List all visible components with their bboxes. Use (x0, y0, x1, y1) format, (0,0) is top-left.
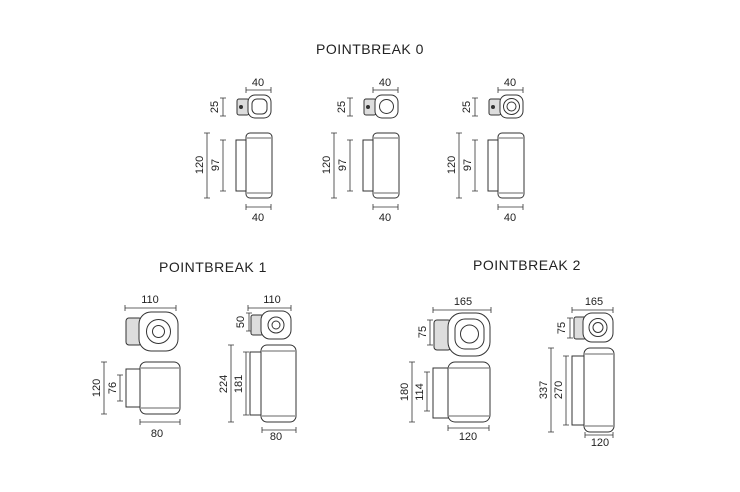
dim-width-top: 165 (585, 296, 603, 308)
dim-width-bottom: 80 (270, 431, 282, 443)
pb2-unit-2: 165 75 337 270 120 (538, 296, 615, 449)
dim-width-top: 40 (379, 77, 391, 89)
top-view (125, 311, 179, 352)
pb1-unit-1: 110 120 76 80 (91, 294, 181, 440)
dim-width-bottom: 40 (504, 212, 516, 224)
group-title-pointbreak-1: POINTBREAK 1 (159, 259, 267, 275)
dim-height-total: 337 (538, 381, 550, 399)
top-view (433, 312, 491, 357)
dim-height-total: 120 (446, 156, 458, 174)
dim-height-body: 97 (337, 159, 349, 171)
pb2-unit-1: 165 75 180 114 120 (399, 296, 492, 443)
dim-depth: 25 (209, 101, 221, 113)
dim-height-body: 114 (414, 383, 426, 401)
dim-depth: 25 (461, 101, 473, 113)
dim-width-bottom: 40 (379, 212, 391, 224)
dim-height-total: 120 (91, 379, 103, 397)
pb0-unit-2: 40 25 120 97 40 (321, 77, 400, 224)
top-view (363, 94, 399, 119)
dim-width-bottom: 40 (252, 212, 264, 224)
side-view (571, 347, 615, 433)
side-view (235, 132, 273, 199)
dim-width-top: 165 (454, 296, 472, 308)
side-view (487, 132, 525, 199)
top-view (236, 94, 272, 119)
dim-height-body: 76 (107, 382, 119, 394)
dim-depth: 25 (336, 101, 348, 113)
dim-height-total: 224 (218, 375, 230, 393)
group-title-pointbreak-0: POINTBREAK 0 (316, 41, 424, 57)
dim-height-body: 270 (553, 381, 565, 399)
pb1-unit-2: 110 50 224 181 80 (218, 294, 297, 443)
top-view (250, 310, 292, 340)
group-title-pointbreak-2: POINTBREAK 2 (473, 257, 581, 273)
dim-width-top: 110 (141, 294, 159, 306)
dim-height-body: 181 (233, 375, 245, 393)
dim-width-top: 40 (504, 77, 516, 89)
dim-width-bottom: 120 (459, 431, 477, 443)
side-view (362, 132, 400, 199)
dim-height-total: 180 (399, 383, 411, 401)
dim-height-body: 97 (210, 159, 222, 171)
dim-depth: 75 (417, 326, 429, 338)
dim-width-top: 40 (252, 77, 264, 89)
dim-height-total: 120 (321, 156, 333, 174)
side-view (125, 361, 181, 415)
top-view (573, 312, 614, 343)
dim-height-total: 120 (194, 156, 206, 174)
pb0-unit-3: 40 25 120 97 40 (446, 77, 525, 224)
dim-height-body: 97 (462, 159, 474, 171)
top-view (488, 94, 524, 119)
dim-depth: 50 (235, 316, 247, 328)
dim-width-bottom: 120 (591, 437, 609, 449)
side-view (249, 344, 297, 423)
dim-width-bottom: 80 (151, 428, 163, 440)
dim-depth: 75 (556, 322, 568, 334)
side-view (432, 361, 491, 423)
dim-width-top: 110 (263, 294, 281, 306)
pb0-unit-1: 40 25 120 97 40 (194, 77, 273, 224)
